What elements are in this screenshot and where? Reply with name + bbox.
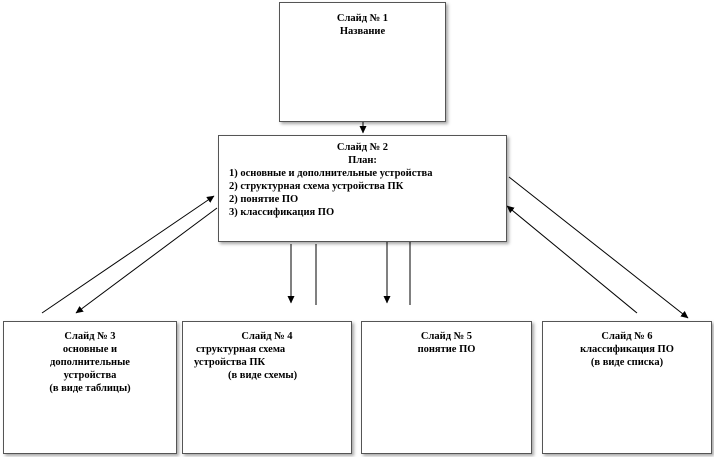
slide-4-title: Слайд № 4 <box>241 331 293 342</box>
slide-2-plan-item: 1) основные и дополнительные устройства <box>229 168 433 179</box>
slide-1-box: Слайд № 1 Название <box>279 2 446 122</box>
slide-3-line: (в виде таблицы) <box>49 383 131 394</box>
slide-3-title: Слайд № 3 <box>64 331 116 342</box>
slide-3-line: основные и <box>62 344 118 355</box>
slide-6-line: (в виде списка) <box>590 357 664 368</box>
slide-1-caption: Название <box>339 26 386 37</box>
slide-5-box: Слайд № 5 понятие ПО <box>361 321 532 454</box>
slide-5-line: понятие ПО <box>417 344 476 355</box>
slide-3-line: дополнительные <box>50 357 130 368</box>
slide-2-box: Слайд № 2 План: 1) основные и дополнител… <box>218 135 507 242</box>
arrow-slide2-to-slide6 <box>508 176 689 319</box>
slide-5-title: Слайд № 5 <box>420 331 473 342</box>
slide-4-line: устройства ПК <box>194 357 266 368</box>
slide-4-line: структурная схема <box>196 344 286 355</box>
slide-3-line: устройства <box>63 370 117 381</box>
arrow-slide6-to-slide2 <box>506 205 638 314</box>
slide-6-line: классификация ПО <box>580 344 674 355</box>
slide-2-plan-item: 3) классификация ПО <box>229 207 335 218</box>
slide-2-subtitle: План: <box>348 155 377 166</box>
slide-4-box: Слайд № 4 структурная схема устройства П… <box>182 321 352 454</box>
slide-1-title: Слайд № 1 <box>336 13 389 24</box>
slide-2-plan-item: 2) структурная схема устройства ПК <box>229 181 404 192</box>
arrow-slide3-to-slide2 <box>41 195 215 314</box>
slide-2-plan-item: 2) понятие ПО <box>229 194 299 205</box>
slide-6-title: Слайд № 6 <box>601 331 653 342</box>
arrow-slide2-to-slide3 <box>75 207 218 314</box>
slide-4-line: (в виде схемы) <box>228 370 298 381</box>
slide-2-title: Слайд № 2 <box>336 142 389 153</box>
slide-3-box: Слайд № 3 основные и дополнительные устр… <box>3 321 177 454</box>
slide-6-box: Слайд № 6 классификация ПО (в виде списк… <box>542 321 712 454</box>
